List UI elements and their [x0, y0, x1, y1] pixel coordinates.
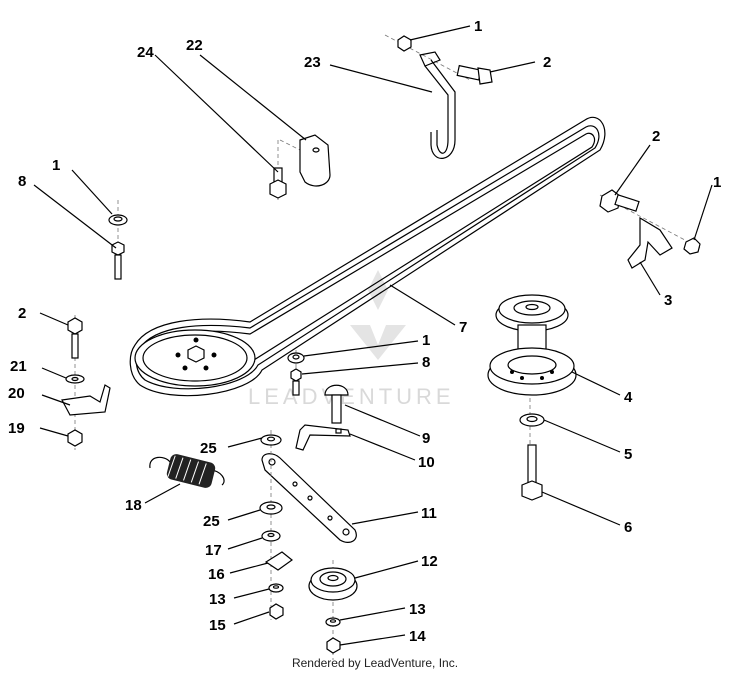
engine-pulley	[134, 329, 256, 387]
callout-5: 5	[624, 446, 632, 463]
idler-bracket-right	[599, 189, 701, 269]
flat-idler-pulley	[308, 560, 358, 660]
callout-8: 8	[18, 173, 26, 190]
double-pulley	[487, 294, 577, 501]
footer-credit: Rendered by LeadVenture, Inc.	[291, 656, 459, 670]
leader-lines	[33, 25, 713, 646]
callout-16: 16	[208, 566, 225, 583]
left-hardware-stack	[61, 315, 111, 450]
callout-2: 2	[652, 128, 660, 145]
callout-labels: 1 2 23 22 24 1 8 2 1 3 7 2 21 20 19 1 8 …	[8, 18, 721, 645]
callout-14: 14	[409, 628, 426, 645]
callout-25: 25	[200, 440, 217, 457]
callout-23: 23	[304, 54, 321, 71]
callout-24: 24	[137, 44, 154, 61]
callout-1: 1	[52, 157, 60, 174]
carriage-bolt	[324, 384, 349, 424]
callout-13: 13	[209, 591, 226, 608]
callout-17: 17	[205, 542, 222, 559]
callout-1: 1	[713, 174, 721, 191]
watermark-text: LEADVENTURE	[248, 384, 455, 409]
shoulder-bolt-8-left	[108, 200, 128, 280]
callout-25: 25	[203, 513, 220, 530]
callout-6: 6	[624, 519, 632, 536]
lower-hardware	[264, 551, 293, 620]
callout-20: 20	[8, 385, 25, 402]
callout-2: 2	[543, 54, 551, 71]
watermark: LEADVENTURE	[248, 270, 455, 409]
belt-guide-hook	[384, 34, 493, 159]
callout-10: 10	[418, 454, 435, 471]
idler-plate	[261, 453, 357, 543]
callout-7: 7	[459, 319, 467, 336]
callout-8: 8	[422, 354, 430, 371]
belt-keeper-bracket	[269, 134, 331, 200]
callout-4: 4	[624, 389, 633, 406]
callout-3: 3	[664, 292, 672, 309]
idler-arm	[295, 424, 351, 451]
callout-19: 19	[8, 420, 25, 437]
callout-9: 9	[422, 430, 430, 447]
callout-13: 13	[409, 601, 426, 618]
callout-21: 21	[10, 358, 27, 375]
extension-spring	[149, 454, 225, 488]
callout-1: 1	[422, 332, 430, 349]
callout-22: 22	[186, 37, 203, 54]
center-nut-bolt	[287, 350, 305, 396]
spacers-center	[259, 430, 283, 620]
callout-12: 12	[421, 553, 438, 570]
callout-2: 2	[18, 305, 26, 322]
callout-15: 15	[209, 617, 226, 634]
callout-18: 18	[125, 497, 142, 514]
callout-1: 1	[474, 18, 482, 35]
callout-11: 11	[421, 505, 437, 522]
